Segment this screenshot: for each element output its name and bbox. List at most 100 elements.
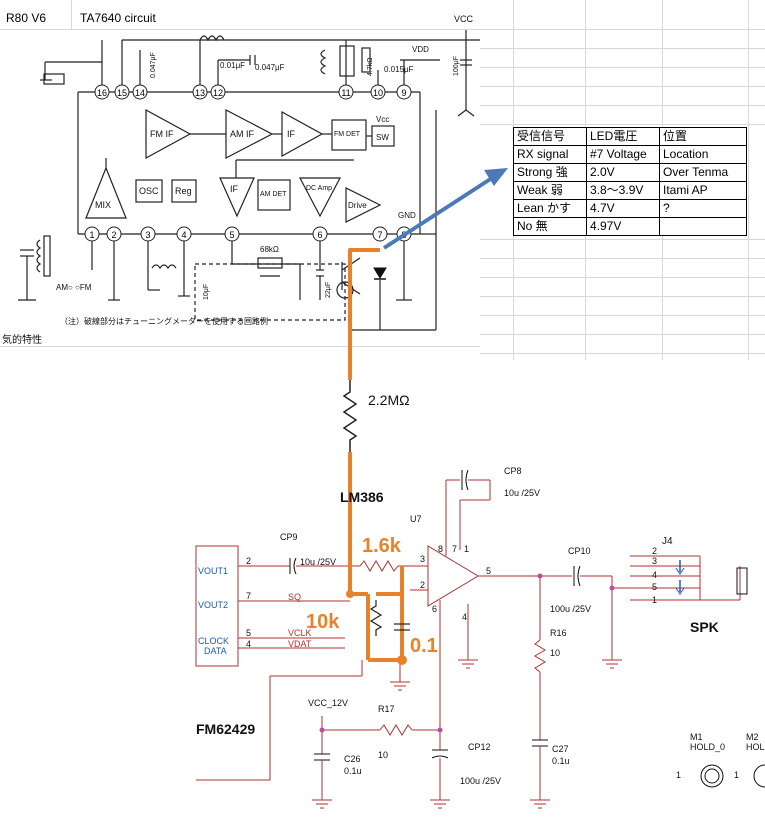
- label-cp9: CP9: [280, 532, 298, 542]
- table-cell[interactable]: LED電圧: [586, 127, 660, 146]
- table-cell[interactable]: 3.8～3.9V: [586, 181, 660, 200]
- label-res-68k: 68kΩ: [260, 245, 279, 254]
- fm62429-box: [195, 545, 239, 667]
- led-symbol: [373, 267, 387, 280]
- table-cell[interactable]: RX signal: [513, 145, 587, 164]
- table-cell[interactable]: Weak 弱: [513, 181, 587, 200]
- svg-text:15: 15: [117, 88, 127, 98]
- ic-pin-3: 3: [140, 226, 156, 242]
- label-pin5: 5: [246, 628, 251, 638]
- led-voltage-table: 受信信号 LED電圧 位置 RX signal #7 Voltage Locat…: [513, 127, 747, 236]
- label-vclk: VCLK: [288, 628, 312, 638]
- ic-pin-6: 6: [312, 226, 328, 242]
- ic-pins: 16 15 14 13 12 11 10 9 1 2 3 4 5 6 7 8: [84, 84, 412, 242]
- opamp-u7: [427, 545, 479, 607]
- label-j4-p4: 4: [652, 570, 657, 580]
- svg-text:3: 3: [145, 230, 150, 240]
- ic-pin-10: 10: [370, 84, 386, 100]
- osc-block: [135, 179, 163, 203]
- label-fm62429: FM62429: [196, 721, 255, 737]
- label-c27-val: 0.1u: [552, 756, 570, 766]
- table-cell[interactable]: ?: [659, 199, 747, 218]
- label-data: DATA: [204, 646, 227, 656]
- table-row: No 無 4.97V: [513, 217, 747, 236]
- drive-block: [345, 187, 382, 223]
- ic-pin-5: 5: [224, 226, 240, 242]
- table-cell[interactable]: Location: [659, 145, 747, 164]
- table-cell[interactable]: 受信信号: [513, 127, 587, 146]
- cell-a1[interactable]: R80 V6: [6, 11, 47, 25]
- label-pin4: 4: [246, 639, 251, 649]
- label-c26-val: 0.1u: [344, 766, 362, 776]
- label-0-1: 0.1: [410, 635, 438, 657]
- label-pin2: 2: [246, 556, 251, 566]
- label-cap-22: 22μF: [325, 282, 332, 298]
- label-r16-val: 10: [550, 648, 560, 658]
- label-op-p1: 1: [464, 544, 469, 554]
- table-cell[interactable]: Strong 強: [513, 163, 587, 182]
- ic-pin-13: 13: [192, 84, 208, 100]
- ic-pin-16: 16: [94, 84, 110, 100]
- label-osc: OSC: [139, 186, 159, 196]
- label-cp8-val: 10u /25V: [504, 488, 540, 498]
- label-cp8: CP8: [504, 466, 522, 476]
- svg-text:1: 1: [89, 230, 94, 240]
- label-cp10: CP10: [568, 546, 591, 556]
- speaker-box: [736, 567, 748, 595]
- table-cell[interactable]: Over Tenma: [659, 163, 747, 182]
- svg-text:7: 7: [377, 230, 382, 240]
- label-clock: CLOCK: [198, 636, 229, 646]
- label-cap-0047a: 0.047μF: [150, 52, 157, 78]
- label-j4-p5: 5: [652, 582, 657, 592]
- table-row: Lean かす 4.7V ?: [513, 199, 747, 218]
- ic-pin-14: 14: [132, 84, 148, 100]
- label-res-47k: 4.7kΩ: [367, 58, 374, 76]
- label-c26: C26: [344, 754, 361, 764]
- cell-b1[interactable]: TA7640 circuit: [80, 11, 156, 25]
- table-row: RX signal #7 Voltage Location: [513, 145, 747, 164]
- resistor-10k: [369, 600, 383, 636]
- label-if2: IF: [230, 184, 239, 194]
- label-m2: M2: [746, 732, 759, 742]
- label-m1-pin: 1: [676, 770, 681, 780]
- label-cap-0015: 0.015μF: [384, 65, 414, 74]
- mount-hole-m2: [753, 764, 765, 788]
- svg-text:13: 13: [195, 88, 205, 98]
- junctions: [319, 573, 615, 733]
- label-sq: SQ: [288, 592, 301, 602]
- table-cell[interactable]: Lean かす: [513, 199, 587, 218]
- table-cell[interactable]: 4.97V: [586, 217, 660, 236]
- ic-pin-15: 15: [114, 84, 130, 100]
- label-op-p5: 5: [486, 566, 491, 576]
- sheet-gridlines: [0, 0, 765, 360]
- label-vdat: VDAT: [288, 639, 312, 649]
- label-j4: J4: [662, 536, 673, 547]
- label-fm-det: FM DET: [334, 131, 361, 138]
- ic-pin-7: 7: [372, 226, 388, 242]
- table-cell[interactable]: #7 Voltage: [586, 145, 660, 164]
- label-cp12-val: 100u /25V: [460, 776, 501, 786]
- label-m1: M1: [690, 732, 703, 742]
- table-cell[interactable]: 2.0V: [586, 163, 660, 182]
- svg-text:12: 12: [213, 88, 223, 98]
- label-am-if: AM IF: [230, 129, 255, 139]
- table-cell[interactable]: 4.7V: [586, 199, 660, 218]
- table-cell[interactable]: 位置: [659, 127, 747, 146]
- table-cell[interactable]: [659, 217, 747, 236]
- label-r17-val: 10: [378, 750, 388, 760]
- table-row: Strong 強 2.0V Over Tenma: [513, 163, 747, 182]
- label-op-p7: 7: [452, 544, 457, 554]
- dc-amp-block: [299, 177, 341, 218]
- label-cap-0047b: 0.047μF: [255, 63, 285, 72]
- label-r16: R16: [550, 628, 567, 638]
- table-cell[interactable]: No 無: [513, 217, 587, 236]
- resistor-2-2m: [342, 380, 358, 452]
- svg-text:4: 4: [181, 230, 186, 240]
- label-vcc-top: VCC: [454, 14, 474, 24]
- caption-line: 気的特性: [2, 333, 42, 346]
- label-m1-sub: HOLD_0: [690, 742, 725, 752]
- label-op-p3: 3: [420, 554, 425, 564]
- table-cell[interactable]: Itami AP: [659, 181, 747, 200]
- label-am-det: AM DET: [260, 191, 287, 198]
